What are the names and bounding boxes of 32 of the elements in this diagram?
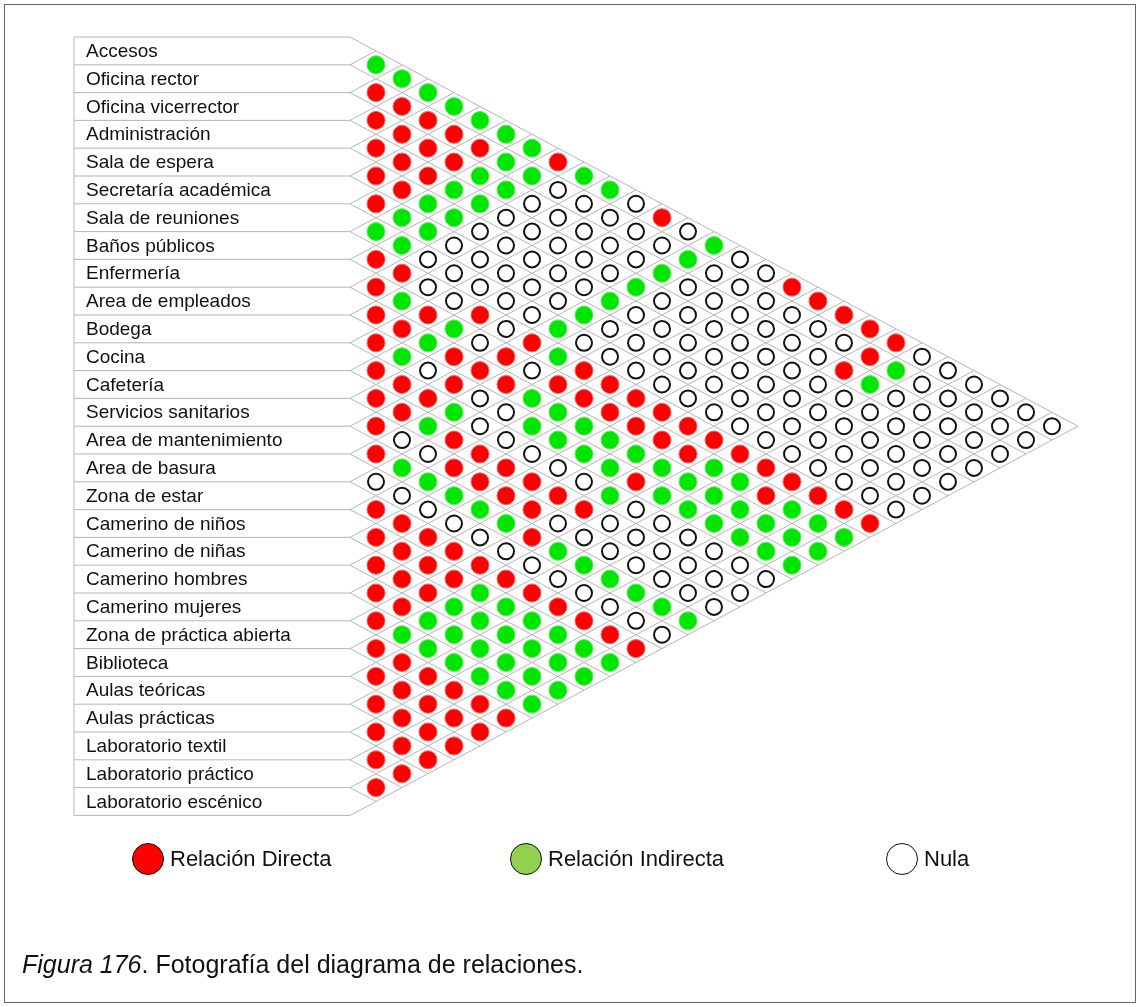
- row-label: Area de basura: [86, 457, 216, 479]
- row-label: Zona de práctica abierta: [86, 623, 291, 646]
- row-label: Secretaría académica: [86, 179, 271, 201]
- row-label: Camerino hombres: [86, 568, 248, 591]
- legend-label: Relación Directa: [170, 846, 332, 872]
- legend-label: Relación Indirecta: [548, 846, 725, 872]
- row-label: Camerino de niños: [86, 512, 246, 535]
- row-label: Aulas teóricas: [86, 679, 206, 702]
- row-label: Cocina: [86, 345, 146, 368]
- row-label: Oficina rector: [86, 67, 199, 90]
- row-label: Oficina vicerrector: [86, 95, 240, 118]
- row-label: Laboratorio práctico: [86, 762, 254, 785]
- row-label: Accesos: [86, 40, 158, 62]
- row-label: Camerino mujeres: [86, 596, 242, 618]
- row-label: Administración: [86, 123, 211, 146]
- row-label: Camerino de niñas: [86, 540, 246, 563]
- row-label: Baños públicos: [86, 234, 215, 257]
- row-label: Cafetería: [86, 373, 165, 396]
- row-label: Area de empleados: [86, 290, 251, 313]
- row-label: Sala de espera: [86, 151, 214, 174]
- row-label: Bodega: [86, 318, 152, 340]
- row-label: Area de mantenimiento: [86, 429, 283, 452]
- row-label: Aulas prácticas: [86, 707, 215, 730]
- row-label: Sala de reuniones: [86, 206, 240, 229]
- legend-label: Nula: [924, 846, 970, 872]
- row-label: Laboratorio textil: [86, 735, 227, 757]
- figure-caption: Figura 176. Fotografía del diagrama de relaciones.: [22, 949, 584, 980]
- row-label: Servicios sanitarios: [86, 401, 250, 424]
- row-label: Zona de estar: [86, 484, 204, 507]
- row-label: Laboratorio escénico: [86, 790, 263, 813]
- row-label: Biblioteca: [86, 651, 169, 674]
- row-label: Enfermería: [86, 262, 180, 285]
